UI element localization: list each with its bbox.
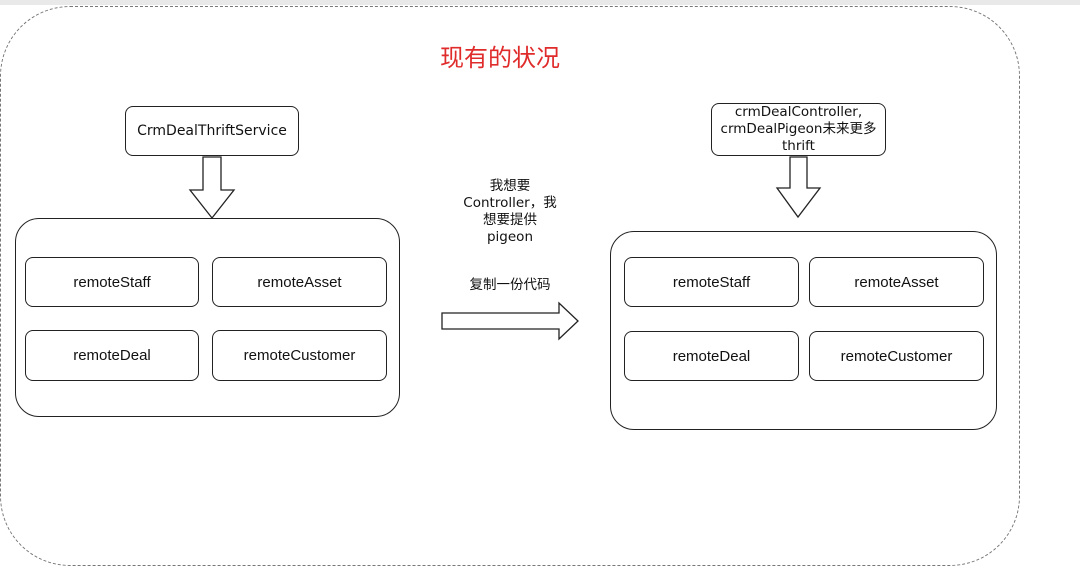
middle-note-line: pigeon xyxy=(486,229,533,245)
middle-note: 我想要 Controller，我 想要提供 pigeon xyxy=(446,178,574,246)
target-service-box: crmDealController, crmDealPigeon未来更多 thr… xyxy=(711,103,886,156)
target-service-line: thrift xyxy=(782,138,815,154)
dashed-frame xyxy=(0,6,1020,566)
right-down-arrow xyxy=(775,156,822,219)
left-module-container: remoteStaff remoteAsset remoteDeal remot… xyxy=(15,218,400,417)
left-remote-customer-module: remoteCustomer xyxy=(212,330,387,381)
left-remote-asset-module: remoteAsset xyxy=(212,257,387,307)
right-transfer-arrow xyxy=(441,301,579,341)
left-remote-staff-module: remoteStaff xyxy=(25,257,199,307)
right-module-container: remoteStaff remoteAsset remoteDeal remot… xyxy=(610,231,997,430)
crm-deal-thrift-service-box: CrmDealThriftService xyxy=(125,106,299,156)
left-down-arrow xyxy=(188,156,236,220)
diagram-title: 现有的状况 xyxy=(440,44,560,72)
right-remote-customer-module: remoteCustomer xyxy=(809,331,984,381)
middle-note-line: Controller，我 xyxy=(463,195,557,211)
middle-note-line: 我想要 xyxy=(489,178,531,194)
top-rule xyxy=(0,0,1080,5)
middle-note-line: 想要提供 xyxy=(483,212,537,228)
right-remote-deal-module: remoteDeal xyxy=(624,331,799,381)
right-remote-asset-module: remoteAsset xyxy=(809,257,984,307)
left-remote-deal-module: remoteDeal xyxy=(25,330,199,381)
right-remote-staff-module: remoteStaff xyxy=(624,257,799,307)
target-service-line: crmDealPigeon未来更多 xyxy=(720,121,877,137)
copy-code-label: 复制一份代码 xyxy=(469,277,551,293)
target-service-line: crmDealController, xyxy=(734,104,863,120)
